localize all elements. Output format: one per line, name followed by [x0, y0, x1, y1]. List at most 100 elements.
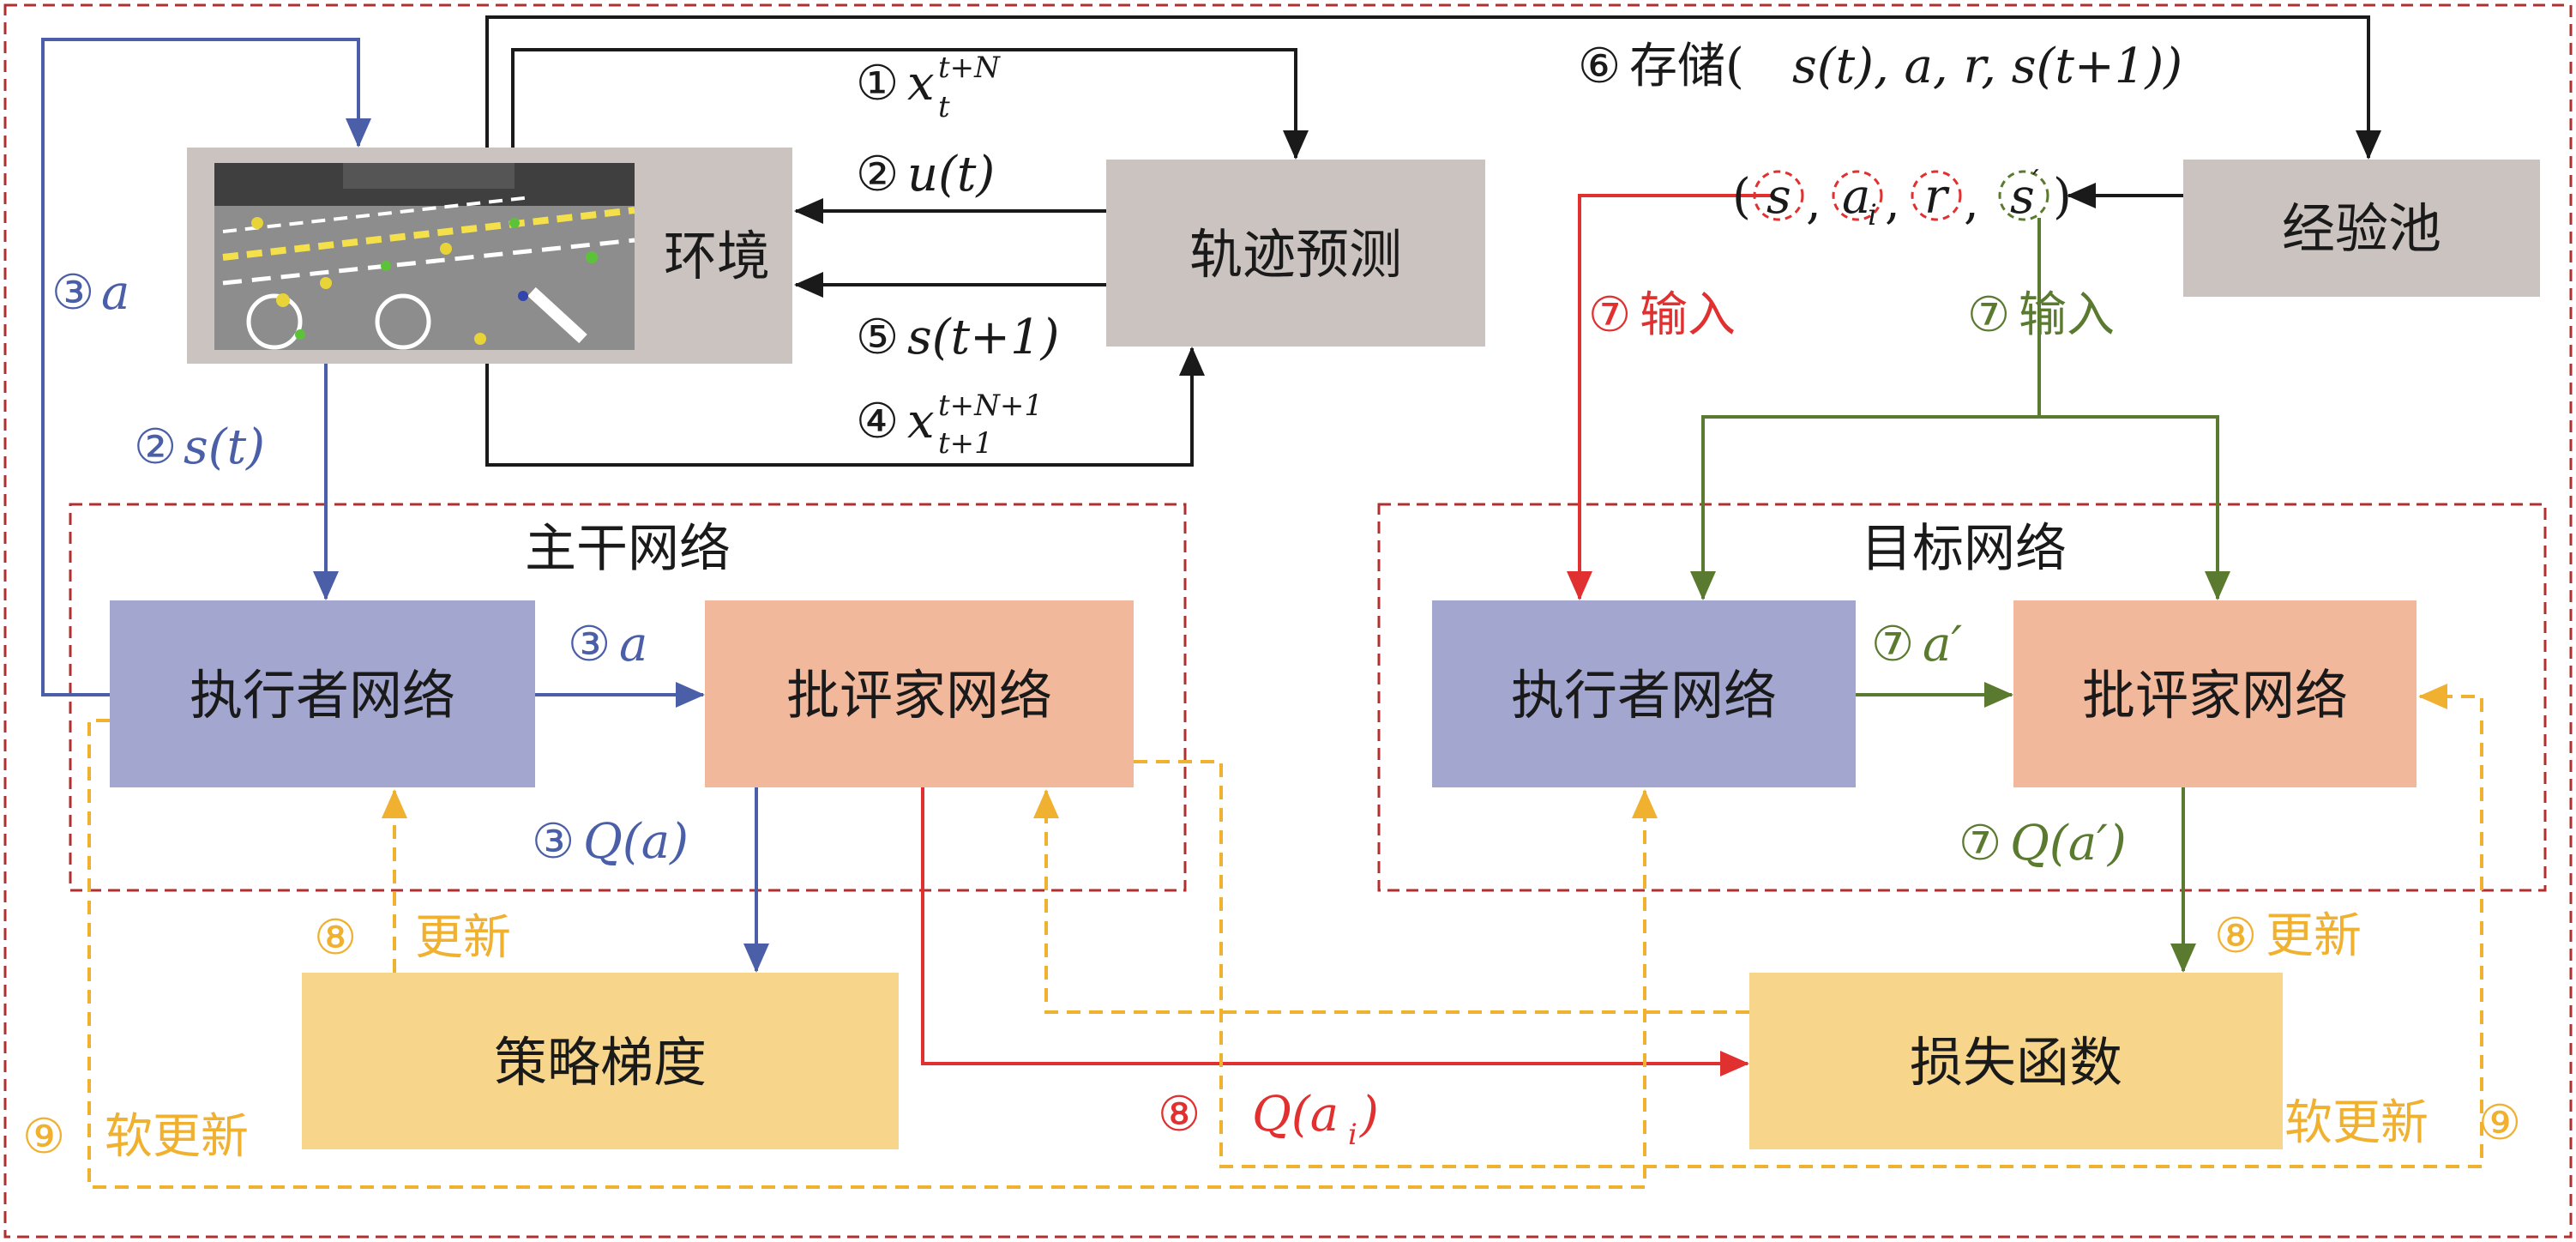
svg-text:a′: a′: [1923, 617, 1962, 672]
svg-text:⑦: ⑦: [1871, 617, 1914, 672]
main-actor-node: 执行者网络: [110, 600, 535, 787]
label-e2-state: ② s(t): [134, 419, 265, 475]
edge-3-action: [41, 38, 371, 696]
svg-text:): ): [1359, 1087, 1379, 1143]
svg-text:软更新: 软更新: [105, 1109, 249, 1165]
svg-text:t+1: t+1: [938, 426, 993, 461]
label-e2: ② u(t): [856, 147, 995, 202]
edge-7-input-red: [1567, 194, 1772, 600]
svg-text:②: ②: [134, 419, 177, 475]
svg-text:′: ′: [2032, 164, 2039, 198]
edge-8-q-ai: [921, 787, 1749, 1076]
tuple-circle-r: [1911, 170, 1962, 221]
svg-text:t+N: t+N: [938, 51, 1001, 85]
label-e3-q: ③ Q(a): [532, 814, 689, 870]
label-e8-q-ai: ⑧ Q(a i ): [1158, 1087, 1379, 1152]
svg-text:t+N+1: t+N+1: [938, 389, 1043, 423]
edge-7-input-green-critic: [2039, 415, 2230, 600]
svg-text:⑧: ⑧: [2214, 908, 2257, 964]
label-e1: ① x t+N t: [856, 51, 1001, 124]
sample-tuple: ( s , a i , r , s ′ ): [1732, 164, 2072, 232]
svg-text:⑧: ⑧: [1158, 1087, 1201, 1143]
svg-text:r: r: [1924, 169, 1950, 225]
svg-text:s(t): s(t): [184, 419, 265, 475]
loss-function-node: 损失函数: [1749, 973, 2283, 1149]
svg-text:u(t): u(t): [907, 147, 995, 202]
label-e8-update-right: ⑧ 更新: [2214, 908, 2362, 964]
svg-text:x: x: [907, 56, 935, 112]
experience-pool-node: 经验池: [2183, 160, 2540, 297]
svg-text:更新: 更新: [2266, 908, 2362, 964]
main-critic-node: 批评家网络: [705, 600, 1134, 787]
svg-text:,: ,: [1885, 174, 1900, 230]
svg-text:经验池: 经验池: [2282, 197, 2441, 260]
target-network-label: 目标网络: [1861, 519, 2067, 579]
svg-text:x: x: [907, 394, 935, 449]
svg-text:s: s: [1766, 169, 1791, 225]
svg-text:执行者网络: 执行者网络: [190, 664, 455, 727]
svg-text:s(t+1): s(t+1): [907, 310, 1060, 365]
tuple-circle-s: [1753, 170, 1804, 221]
label-e3-mid: ③ a: [568, 617, 647, 672]
svg-text:①: ①: [856, 56, 899, 112]
svg-text:Q(a: Q(a: [1252, 1087, 1339, 1143]
svg-text:存储(: 存储(: [1629, 39, 1744, 94]
svg-text:Q(a): Q(a): [583, 814, 689, 870]
label-e9-soft-right: 软更新 ⑨: [2284, 1095, 2521, 1151]
target-actor-node: 执行者网络: [1432, 600, 1856, 787]
label-e7-input-green: ⑦ 输入: [1967, 287, 2115, 343]
environment-node: 环境: [187, 148, 792, 364]
svg-text:⑨: ⑨: [2478, 1095, 2521, 1151]
target-network-group: [1377, 503, 2547, 892]
svg-text:⑧: ⑧: [314, 910, 357, 966]
label-e7-input-red: ⑦ 输入: [1588, 287, 1736, 343]
edge-4: [485, 347, 1205, 467]
tuple-circle-ai: [1832, 170, 1883, 221]
edge-store: [485, 15, 2381, 160]
svg-text:批评家网络: 批评家网络: [2082, 664, 2348, 727]
svg-text:执行者网络: 执行者网络: [1511, 664, 1777, 727]
svg-text:③: ③: [568, 617, 611, 672]
svg-text:④: ④: [856, 394, 899, 449]
edge-9-soft-left: [87, 719, 1658, 1189]
edge-1: [511, 48, 1309, 160]
svg-text:批评家网络: 批评家网络: [786, 664, 1052, 727]
label-e7-a-prime: ⑦ a′: [1871, 617, 1962, 672]
svg-text:轨迹预测: 轨迹预测: [1189, 223, 1402, 286]
svg-text:⑥: ⑥: [1578, 39, 1621, 94]
intersection-scene-image: [214, 163, 635, 350]
edge-8-update-critic: [1033, 789, 1749, 1014]
svg-text:②: ②: [856, 147, 899, 202]
svg-text:,: ,: [1964, 174, 1979, 230]
main-network-label: 主干网络: [525, 519, 731, 579]
trajectory-prediction-node: 轨迹预测: [1106, 160, 1485, 347]
label-e5: ⑤ s(t+1): [856, 310, 1060, 365]
label-e4: ④ x t+N+1 t+1: [856, 389, 1043, 461]
svg-text:,: ,: [1806, 174, 1821, 230]
svg-text:软更新: 软更新: [2284, 1095, 2429, 1151]
svg-text:⑦: ⑦: [1588, 287, 1631, 343]
svg-text:⑨: ⑨: [22, 1109, 65, 1165]
label-e3-left: ③ a: [51, 265, 129, 321]
svg-text:输入: 输入: [1640, 287, 1736, 343]
svg-text:⑦: ⑦: [1959, 816, 2001, 871]
svg-text:s(t), a, r, s(t+1)): s(t), a, r, s(t+1)): [1792, 39, 2182, 94]
svg-text:(: (: [1732, 169, 1751, 225]
svg-text:⑦: ⑦: [1967, 287, 2010, 343]
tuple-circle-s-prime: [1998, 170, 2049, 221]
svg-text:): ): [2053, 169, 2072, 225]
svg-text:③: ③: [532, 814, 575, 870]
main-network-group: [69, 503, 1187, 892]
svg-text:更新: 更新: [415, 910, 511, 966]
svg-text:i: i: [1868, 198, 1877, 232]
outer-border: [3, 3, 2573, 1239]
label-e6: ⑥ 存储( s(t), a, r, s(t+1)): [1578, 39, 2182, 94]
label-e8-update-left: ⑧ 更新: [314, 910, 511, 966]
environment-label: 环境: [664, 225, 770, 287]
label-e9-soft-left: ⑨ 软更新: [22, 1109, 249, 1165]
svg-text:a: a: [1842, 169, 1870, 225]
svg-text:③: ③: [51, 265, 94, 321]
edge-7-input-green: [1690, 218, 2041, 600]
svg-text:输入: 输入: [2019, 287, 2115, 343]
